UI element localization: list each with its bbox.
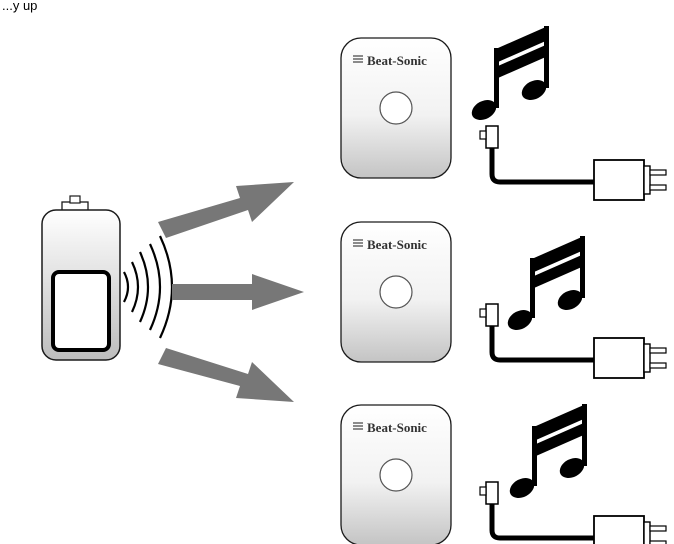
arrow-right-icon [158, 182, 294, 238]
power-adapter-icon [480, 304, 666, 378]
speaker-unit-1: Beat-Sonic [340, 37, 452, 179]
arrow-to-speaker-2 [172, 274, 304, 310]
music-note-icon [468, 26, 550, 125]
power-adapter-icon [480, 482, 666, 544]
arrow-to-speaker-1 [158, 182, 294, 238]
caption-fragment: ...y up [2, 0, 37, 13]
arrow-to-speaker-3 [158, 348, 294, 402]
speaker-brand-label: Beat-Sonic [367, 237, 427, 252]
wireless-signal-icon [123, 235, 174, 339]
music-note-icon [506, 404, 588, 503]
transmitter [41, 195, 121, 361]
remote-transmitter-icon [41, 195, 121, 361]
speaker-unit-2: Beat-Sonic [340, 221, 452, 363]
arrow-right-icon [158, 348, 294, 402]
speaker-brand-label: Beat-Sonic [367, 420, 427, 435]
speaker-unit-3: Beat-Sonic [340, 404, 452, 544]
speaker-brand-label: Beat-Sonic [367, 53, 427, 68]
power-adapter-icon [480, 126, 666, 200]
music-note-icon [504, 236, 586, 335]
arrow-right-icon [172, 274, 304, 310]
